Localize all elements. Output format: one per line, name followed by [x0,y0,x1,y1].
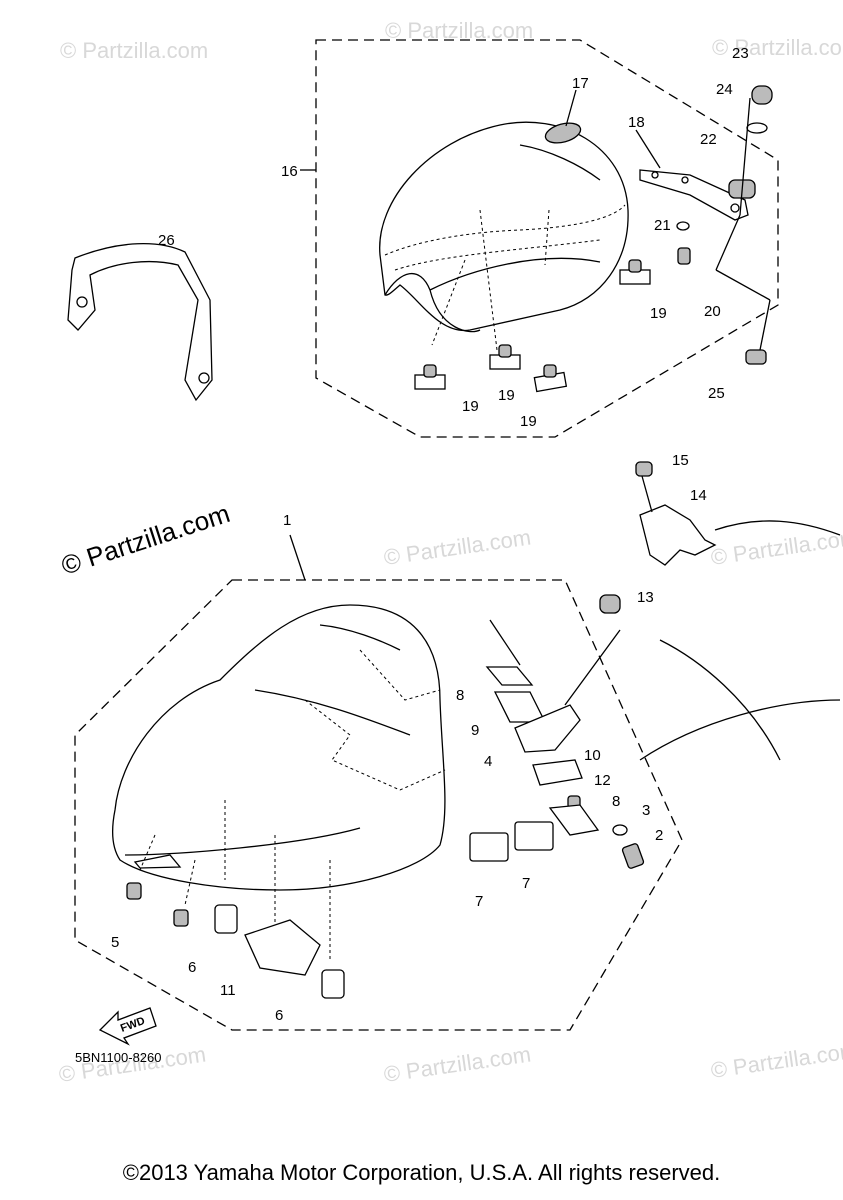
callout-6b: 6 [275,1007,283,1024]
grab-bar-26 [67,242,213,402]
callout-23: 23 [732,45,749,62]
pin-5b [173,909,189,927]
tab-5 [133,854,182,869]
group-1-outline [74,579,683,1031]
callout-10: 10 [584,747,601,764]
leader-1 [289,534,306,581]
nut-25 [745,349,767,365]
callout-7b: 7 [522,875,530,892]
callout-7a: 7 [475,893,483,910]
callout-21: 21 [654,217,671,234]
callout-11: 11 [220,982,236,999]
callout-6a: 6 [188,959,196,976]
callout-20: 20 [704,303,721,320]
callout-1: 1 [283,512,291,529]
watermark-bottom-right: © Partzilla.com [709,1038,843,1083]
clip-7b [514,821,554,851]
watermark-mid-center: © Partzilla.com [382,525,532,570]
damper-6b [321,969,345,999]
block-11 [244,919,321,976]
fastener-stack [715,85,773,351]
watermark-mid-right: © Partzilla.com [709,525,843,570]
damper-6a [214,904,238,934]
watermark-top-left: © Partzilla.com [60,38,208,63]
passenger-seat [379,89,629,351]
callout-9: 9 [471,722,479,739]
callout-12: 12 [594,772,611,789]
bolt-20 [677,247,691,265]
callout-2: 2 [655,827,663,844]
callout-19d: 19 [650,305,667,322]
watermark-large: © Partzilla.com [58,498,234,581]
bracket-stack [485,619,645,869]
callout-25: 25 [708,385,725,402]
callout-16: 16 [281,163,298,180]
rider-seat [111,604,446,960]
callout-17: 17 [572,75,589,92]
callout-8a: 8 [456,687,464,704]
callout-26: 26 [158,232,175,249]
callout-18: 18 [628,114,645,131]
group-16-outline [315,39,779,438]
watermark-top-right: © Partzilla.com [712,35,843,60]
copyright-notice: ©2013 Yamaha Motor Corporation, U.S.A. A… [122,1160,721,1185]
callout-22: 22 [700,131,717,148]
washer-21 [676,221,690,231]
callout-8b: 8 [612,793,620,810]
diagram-code: 5BN1100-8260 [75,1050,162,1065]
callout-15: 15 [672,452,689,469]
callout-4: 4 [484,753,492,770]
watermark-bottom-center: © Partzilla.com [382,1042,532,1087]
callout-24: 24 [716,81,733,98]
callout-19b: 19 [498,387,515,404]
fwd-arrow: FWD [98,1007,157,1046]
callout-3: 3 [642,802,650,819]
clips-19 [414,259,651,393]
callout-19a: 19 [462,398,479,415]
pin-5a [126,882,142,900]
clip-7a [469,832,509,862]
callout-5: 5 [111,934,119,951]
watermark-top-center: © Partzilla.com [385,18,533,43]
bracket-18 [635,129,749,221]
callout-13: 13 [637,589,654,606]
callout-19c: 19 [520,413,537,430]
callouts: 1 2 3 4 5 6 6 7 7 8 8 9 10 11 12 13 14 1… [111,45,749,1024]
parts-diagram: © Partzilla.com © Partzilla.com © Partzi… [57,18,843,1087]
bracket-14 [599,461,841,761]
callout-14: 14 [690,487,707,504]
